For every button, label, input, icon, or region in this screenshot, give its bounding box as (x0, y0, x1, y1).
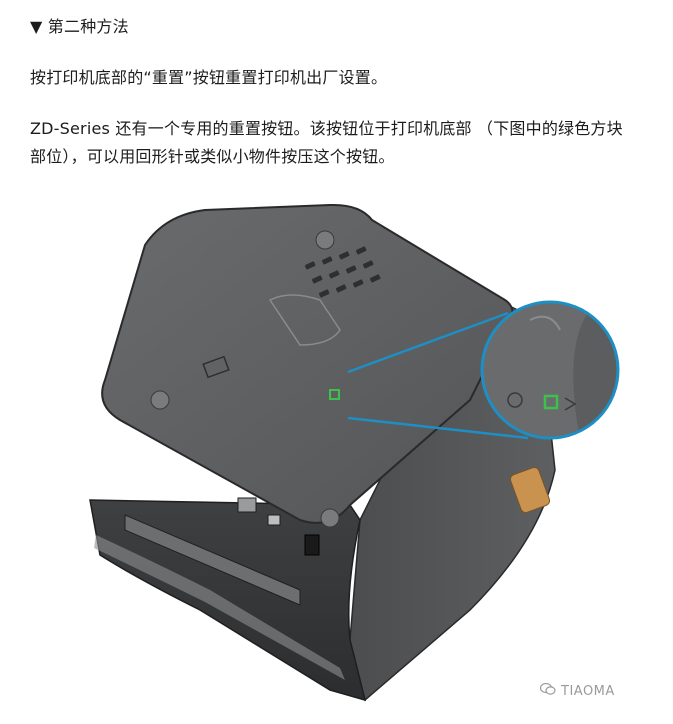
zoom-circle (480, 300, 620, 440)
label-recess (202, 355, 230, 379)
callout-line-bottom (347, 416, 529, 440)
foot-bottom (320, 508, 340, 528)
wechat-icon (539, 682, 556, 700)
usb-port (267, 514, 281, 526)
foot-top (315, 230, 335, 250)
instruction-paragraph: 按打印机底部的“重置”按钮重置打印机出厂设置。 (30, 68, 388, 87)
side-connector (509, 466, 551, 514)
vent-grid (304, 246, 381, 298)
zoom-detail (482, 302, 618, 438)
foot-left (150, 390, 170, 410)
watermark: TIAOMA (539, 682, 615, 700)
callout-line-top (347, 311, 509, 374)
plate-edge (268, 294, 341, 346)
section-heading: ▼ 第二种方法 (30, 17, 129, 36)
base-strip (94, 535, 345, 680)
media-slot (124, 514, 301, 606)
zoom-reset-highlight (543, 394, 559, 410)
power-port (304, 534, 320, 556)
printer-illustration (89, 203, 620, 702)
description-line-2: 部位），可以用回形针或类似小物件按压这个按钮。 (30, 147, 395, 166)
watermark-text: TIAOMA (561, 683, 615, 699)
ethernet-port (237, 497, 257, 513)
description-line-1: ZD-Series 还有一个专用的重置按钮。该按钮位于打印机底部 （下图中的绿色… (30, 119, 623, 138)
reset-button-highlight (329, 389, 340, 400)
